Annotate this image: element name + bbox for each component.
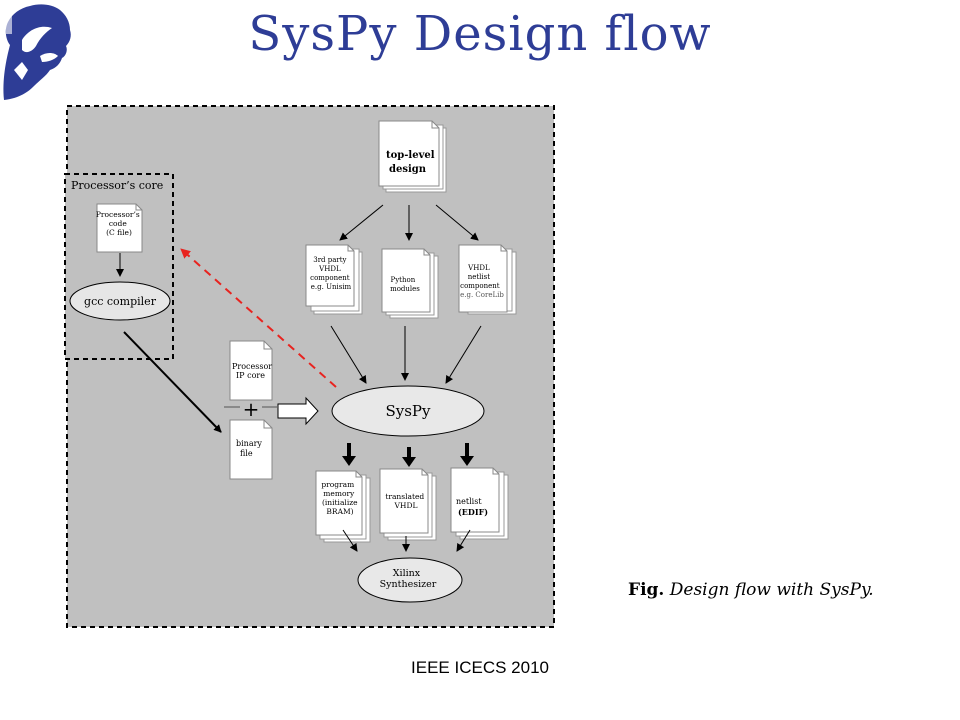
- python-modules-doc: Python modules: [381, 248, 439, 319]
- top-level-line1: top-level: [386, 150, 435, 161]
- binary-file-doc: binary file: [229, 419, 273, 480]
- processor-code-line1: Processor’s: [96, 210, 140, 219]
- caption-text: Design flow with SysPy.: [669, 580, 874, 600]
- svg-text:top-level design: top-level design: [386, 150, 438, 175]
- netlist-edif-doc: netlist (EDIF): [450, 467, 509, 540]
- slide-title: SysPy Design flow: [248, 6, 712, 62]
- svg-text:3rd party VHDL com: 3rd party VHDL component e.g. Unisim: [310, 256, 352, 291]
- binary-file-line1: binary: [236, 439, 262, 448]
- third-party-line2: VHDL: [318, 265, 341, 273]
- processor-ip-line1: Processor: [232, 362, 272, 371]
- python-modules-line1: Python: [391, 276, 416, 284]
- translated-vhdl-line2: VHDL: [394, 501, 418, 510]
- syspy-node: [331, 385, 485, 437]
- processor-code-doc: Processor’s code (C file): [96, 203, 143, 253]
- top-level-line2: design: [389, 164, 427, 175]
- program-memory-line1: program: [321, 480, 354, 489]
- processor-code-line2: code: [109, 219, 128, 228]
- program-memory-line2: memory: [323, 489, 355, 498]
- processor-core-box: [64, 173, 174, 360]
- figure-caption: Fig. Design flow with SysPy.: [628, 577, 918, 604]
- gcc-compiler-node: [69, 281, 171, 321]
- translated-vhdl-doc: translated VHDL: [379, 468, 437, 541]
- svg-text:VHDL netlist compo: VHDL netlist component e.g. CoreLib: [460, 264, 504, 299]
- xilinx-line1: Xilinx: [393, 568, 421, 579]
- third-party-line3: component: [310, 274, 350, 282]
- svg-text:program memory (in: program memory (initialize BRAM): [321, 480, 360, 516]
- svg-text:Processor’s code (: Processor’s code (C file): [96, 210, 142, 237]
- vhdl-netlist-doc: VHDL netlist component e.g. CoreLib: [458, 244, 517, 315]
- processor-ip-core-doc: Processor IP core: [229, 340, 275, 401]
- output-arrow-right: [460, 443, 474, 466]
- vhdl-netlist-line4: e.g. CoreLib: [460, 291, 504, 299]
- processor-code-line3: (C file): [106, 228, 132, 237]
- vhdl-netlist-line2: netlist: [468, 273, 491, 281]
- vhdl-netlist-line3: component: [460, 282, 500, 290]
- university-logo-icon: [3, 4, 71, 101]
- feedback-dashed-arrow: [180, 248, 337, 388]
- third-party-vhdl-doc: 3rd party VHDL component e.g. Unisim: [305, 244, 363, 315]
- svg-text:translated VHDL: translated VHDL: [385, 492, 426, 510]
- python-modules-line2: modules: [390, 285, 420, 293]
- netlist-edif-line2: (EDIF): [458, 507, 488, 517]
- plus-sign: +: [243, 397, 260, 421]
- footer-text: IEEE ICECS 2010: [411, 658, 549, 677]
- svg-text:netlist (EDIF): netlist (EDIF): [456, 497, 488, 517]
- svg-text:Xilinx Synthesizer: Xilinx Synthesizer: [380, 568, 437, 590]
- program-memory-doc: program memory (initialize BRAM): [315, 470, 371, 543]
- third-party-line1: 3rd party: [313, 256, 346, 264]
- xilinx-synthesizer-node: [357, 557, 463, 603]
- svg-text:Python modules: Python modules: [390, 276, 420, 293]
- output-arrow-center: [402, 447, 416, 467]
- svg-text:Processor IP core: Processor IP core: [232, 362, 275, 380]
- syspy-label: SysPy: [385, 402, 431, 420]
- program-memory-line3: (initialize: [322, 498, 358, 507]
- caption-fig-label: Fig.: [628, 580, 665, 600]
- translated-vhdl-line1: translated: [385, 492, 424, 501]
- input-block-arrow: [277, 396, 319, 426]
- binary-file-line2: file: [240, 449, 253, 458]
- output-arrow-left: [342, 443, 356, 466]
- third-party-line4: e.g. Unisim: [311, 283, 352, 291]
- processor-core-label: Processor’s core: [71, 179, 163, 192]
- top-level-design-doc: top-level design: [378, 120, 447, 193]
- gcc-compiler-label: gcc compiler: [84, 295, 157, 308]
- program-memory-line4: BRAM): [326, 507, 353, 516]
- processor-ip-line2: IP core: [236, 371, 265, 380]
- svg-text:binary file: binary file: [236, 439, 265, 458]
- vhdl-netlist-line1: VHDL: [467, 264, 490, 272]
- netlist-edif-line1: netlist: [456, 497, 482, 506]
- xilinx-line2: Synthesizer: [380, 579, 437, 590]
